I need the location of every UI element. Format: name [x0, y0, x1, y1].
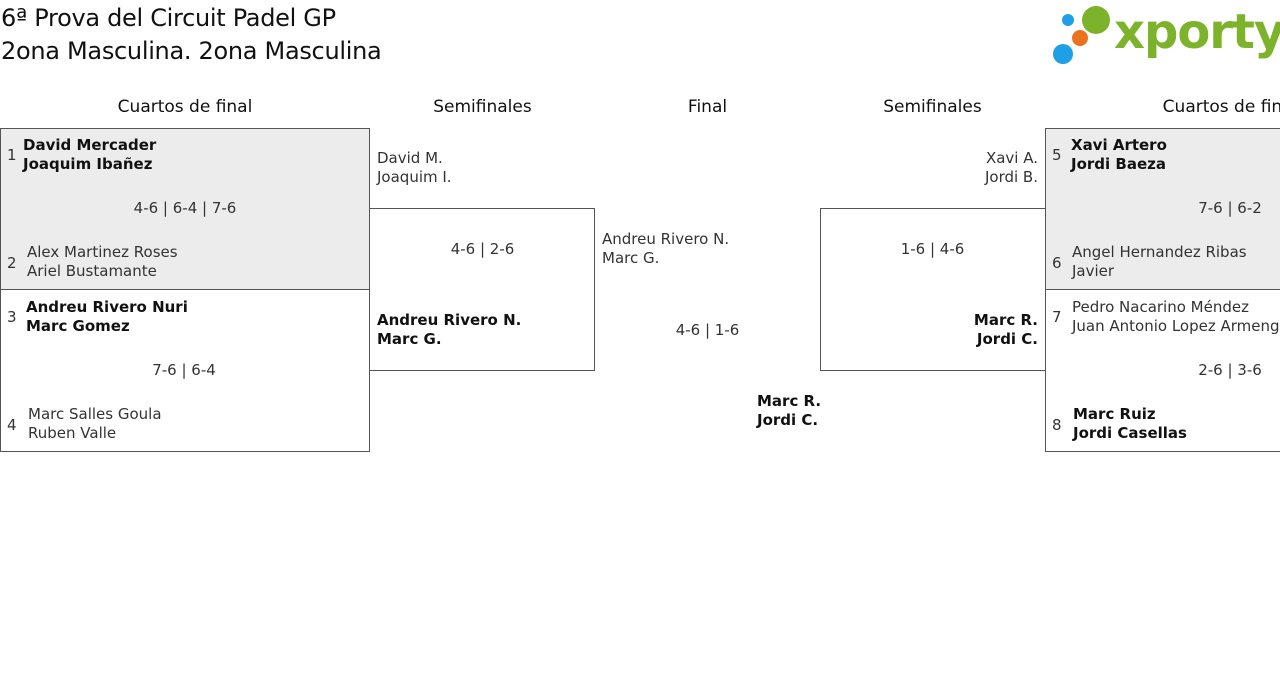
player-name: Marc Ruiz	[1073, 405, 1156, 423]
player-name: Marc G.	[602, 249, 660, 267]
match-sf-left[interactable]	[369, 208, 595, 371]
player-name: Jordi Baeza	[1071, 155, 1166, 173]
player-name: Andreu Rivero N.	[602, 230, 730, 248]
team-qf2-bottom[interactable]: Marc Salles Goula Ruben Valle	[28, 405, 162, 443]
team-qf3-bottom[interactable]: Angel Hernandez Ribas Javier	[1072, 243, 1247, 281]
logo-dot-blue-small	[1062, 14, 1074, 26]
match-score: 4-6 | 6-4 | 7-6	[133, 199, 237, 217]
match-score: 4-6 | 2-6	[450, 240, 515, 258]
final-score: 4-6 | 1-6	[675, 321, 740, 339]
team-qf4-bottom[interactable]: Marc Ruiz Jordi Casellas	[1073, 405, 1187, 443]
player-name: Jordi B.	[984, 168, 1038, 186]
header-qf-right: Cuartos de final	[1162, 97, 1280, 117]
player-name: Alex Martinez Roses	[27, 243, 178, 261]
logo-dot-blue-large	[1053, 44, 1073, 64]
logo-dot-green	[1082, 6, 1110, 34]
seed-number: 4	[7, 416, 17, 434]
player-name: Pedro Nacarino Méndez	[1072, 298, 1249, 316]
match-qf-1[interactable]	[0, 128, 370, 290]
player-name: Marc R.	[757, 392, 822, 410]
logo-dot-orange	[1072, 30, 1088, 46]
team-sf-right-top[interactable]: Xavi A. Jordi B.	[820, 149, 1038, 187]
player-name: Joaquim I.	[377, 168, 452, 186]
seed-number: 5	[1052, 146, 1062, 164]
match-qf-4[interactable]	[1045, 289, 1280, 452]
seed-number: 7	[1052, 308, 1062, 326]
team-final-top[interactable]: Andreu Rivero N. Marc G.	[602, 230, 729, 268]
match-score: 2-6 | 3-6	[1198, 361, 1262, 379]
player-name: David Mercader	[23, 136, 157, 154]
player-name: Xavi Artero	[1071, 136, 1167, 154]
match-score: 1-6 | 4-6	[900, 240, 965, 258]
player-name: Andreu Rivero Nuri	[26, 298, 188, 316]
player-name: Ariel Bustamante	[27, 262, 157, 280]
player-name: Joaquim Ibañez	[23, 155, 153, 173]
team-sf-left-top[interactable]: David M. Joaquim I.	[377, 149, 452, 187]
seed-number: 2	[7, 254, 17, 272]
seed-number: 6	[1052, 254, 1062, 272]
team-champion[interactable]: Marc R. Jordi C.	[757, 392, 821, 430]
team-qf4-top[interactable]: Pedro Nacarino Méndez Juan Antonio Lopez…	[1072, 298, 1280, 336]
player-name: Javier	[1072, 262, 1115, 280]
player-name: Marc Gomez	[26, 317, 130, 335]
team-sf-left-bottom[interactable]: Andreu Rivero N. Marc G.	[377, 311, 521, 349]
header-final: Final	[687, 97, 728, 117]
tournament-name: 6ª Prova del Circuit Padel GP	[1, 4, 336, 32]
player-name: Angel Hernandez Ribas	[1072, 243, 1247, 261]
seed-number: 3	[7, 308, 17, 326]
player-name: Marc Salles Goula	[28, 405, 162, 423]
player-name: Andreu Rivero N.	[377, 311, 522, 329]
player-name: Jordi C.	[976, 330, 1038, 348]
page-title: 6ª Prova del Circuit Padel GP 2ona Mascu…	[1, 2, 382, 68]
header-qf-left: Cuartos de final	[117, 97, 253, 117]
header-sf-right: Semifinales	[883, 97, 982, 117]
team-qf2-top[interactable]: Andreu Rivero Nuri Marc Gomez	[26, 298, 188, 336]
match-score: 7-6 | 6-4	[152, 361, 216, 379]
category-name: 2ona Masculina. 2ona Masculina	[1, 37, 382, 65]
player-name: Jordi Casellas	[1073, 424, 1187, 442]
xporty-logo[interactable]: xporty	[1052, 4, 1280, 68]
player-name: Jordi C.	[757, 411, 819, 429]
team-qf3-top[interactable]: Xavi Artero Jordi Baeza	[1071, 136, 1167, 174]
seed-number: 8	[1052, 416, 1062, 434]
logo-text: xporty	[1114, 4, 1280, 60]
player-name: Xavi A.	[985, 149, 1038, 167]
player-name: Marc G.	[377, 330, 442, 348]
team-qf1-top[interactable]: David Mercader Joaquim Ibañez	[23, 136, 156, 174]
player-name: Juan Antonio Lopez Armengol	[1072, 317, 1280, 335]
match-qf-3[interactable]	[1045, 128, 1280, 290]
player-name: Marc R.	[973, 311, 1038, 329]
match-score: 7-6 | 6-2	[1198, 199, 1262, 217]
player-name: David M.	[377, 149, 443, 167]
player-name: Ruben Valle	[28, 424, 117, 442]
header-sf-left: Semifinales	[433, 97, 532, 117]
team-sf-right-bottom[interactable]: Marc R. Jordi C.	[820, 311, 1038, 349]
seed-number: 1	[7, 146, 17, 164]
team-qf1-bottom[interactable]: Alex Martinez Roses Ariel Bustamante	[27, 243, 178, 281]
